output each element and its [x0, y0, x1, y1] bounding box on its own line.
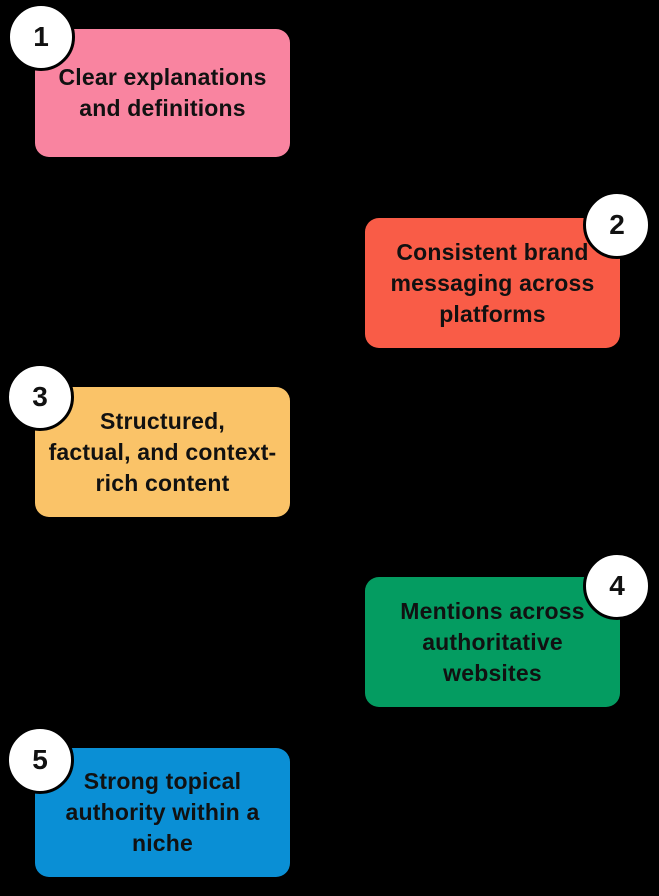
card-5-label-line: Strong topical [83, 768, 242, 794]
badge-5-number: 5 [32, 744, 48, 775]
card-3-label: Structured, factual, and context- rich c… [49, 406, 277, 499]
card-1-label: Clear explanations and definitions [58, 62, 266, 124]
card-1-label-line: Clear explanations [58, 64, 267, 90]
badge-1-number: 1 [33, 21, 49, 52]
badge-1: 1 [7, 3, 75, 71]
badge-3: 3 [6, 363, 74, 431]
card-5-label-line: niche [131, 830, 194, 856]
card-2-label: Consistent brand messaging across platfo… [391, 237, 595, 330]
card-2-consistent-brand: Consistent brand messaging across platfo… [365, 218, 620, 348]
card-4-label: Mentions across authoritative websites [400, 596, 585, 689]
card-2-label-line: messaging across [390, 269, 595, 296]
card-2-label-line: Consistent brand [396, 238, 589, 265]
card-3-label-line: factual, and context- [48, 438, 277, 465]
card-3-label-line: Structured, [100, 407, 225, 434]
card-1-label-line: and definitions [79, 95, 246, 121]
badge-4-number: 4 [609, 570, 625, 601]
card-4-label-line: websites [443, 659, 542, 686]
badge-4: 4 [583, 552, 651, 620]
badge-5: 5 [6, 726, 74, 794]
card-3-label-line: rich content [95, 469, 230, 496]
card-4-label-line: authoritative [422, 628, 563, 655]
badge-2: 2 [583, 191, 651, 259]
card-4-label-line: Mentions across [400, 597, 585, 624]
badge-2-number: 2 [609, 209, 625, 240]
card-4-mentions-websites: Mentions across authoritative websites [365, 577, 620, 707]
card-5-topical-authority: Strong topical authority within a niche [35, 748, 290, 877]
card-3-structured-content: Structured, factual, and context- rich c… [35, 387, 290, 517]
badge-3-number: 3 [32, 381, 48, 412]
card-5-label-line: authority within a [65, 799, 260, 825]
card-1-clear-explanations: Clear explanations and definitions [35, 29, 290, 157]
card-5-label: Strong topical authority within a niche [66, 766, 260, 859]
card-2-label-line: platforms [439, 300, 546, 327]
